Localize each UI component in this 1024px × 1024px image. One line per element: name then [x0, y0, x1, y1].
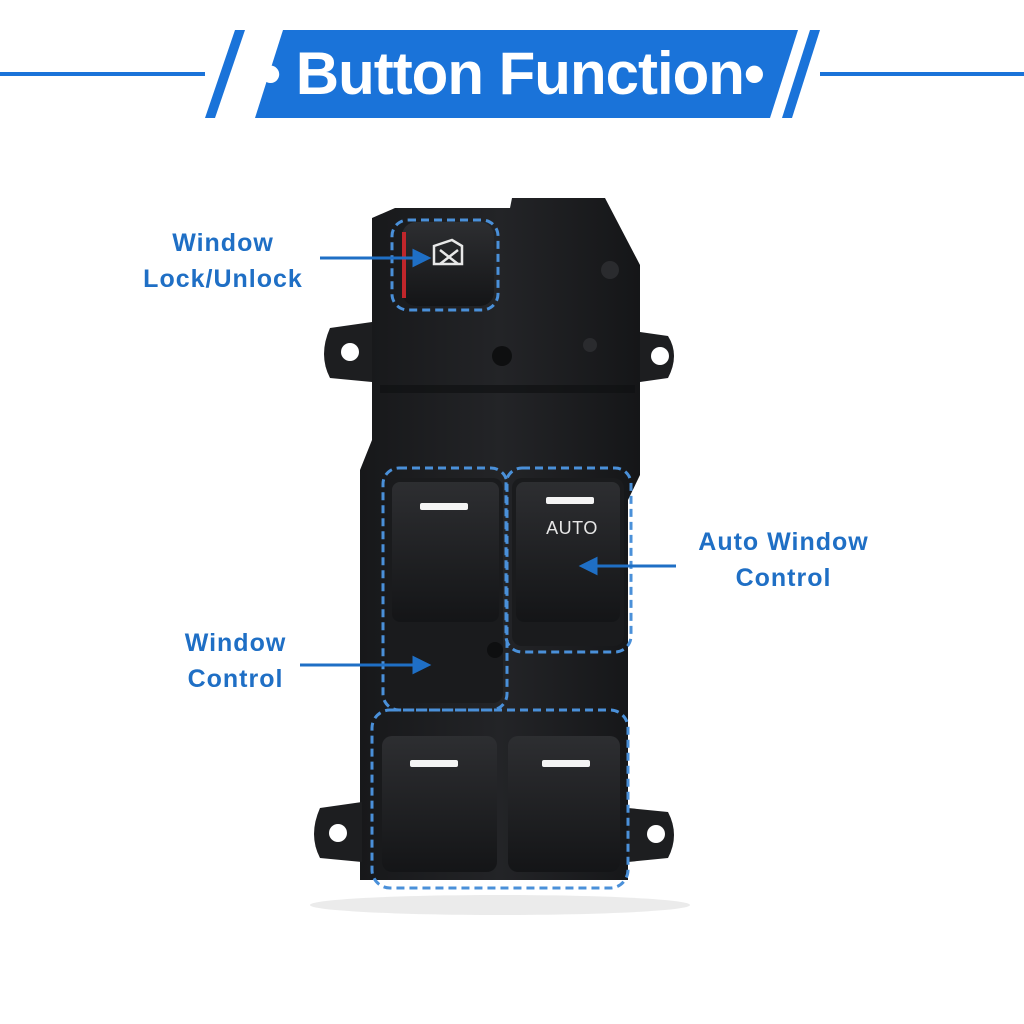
highlight-rear: [370, 708, 630, 890]
mounting-tab-top-left: [324, 322, 372, 382]
window-control-button-rear-right[interactable]: [508, 736, 620, 872]
window-control-button-rear-left[interactable]: [382, 736, 497, 872]
indicator-light: [410, 760, 458, 767]
callout-arrows: [300, 248, 676, 675]
banner-slash-right: [782, 30, 820, 118]
indicator-light: [420, 503, 468, 510]
callout-window-control: Window Control: [158, 625, 313, 697]
window-lock-icon: [432, 238, 464, 266]
screw-hole: [492, 346, 512, 366]
callout-auto-window: Auto Window Control: [676, 524, 891, 596]
callout-window-lock: Window Lock/Unlock: [118, 225, 328, 297]
header-banner: • Button Function•: [0, 0, 1024, 150]
banner-body: [255, 30, 798, 118]
callout-line: Lock/Unlock: [143, 265, 303, 293]
callout-line: Window: [184, 629, 287, 657]
banner-graphic: [0, 30, 1024, 118]
indicator-light: [542, 760, 590, 767]
mounting-tab-top-right: [640, 332, 674, 382]
auto-window-button[interactable]: [512, 478, 624, 646]
window-control-button-front-left[interactable]: [388, 478, 503, 703]
highlight-outlines: [370, 218, 633, 890]
banner-slash-left: [205, 30, 245, 118]
callout-line: Auto Window: [698, 528, 869, 556]
lock-button[interactable]: [402, 222, 494, 306]
page-title: • Button Function•: [260, 40, 765, 107]
callout-line: Control: [187, 665, 284, 693]
auto-label: AUTO: [546, 518, 598, 538]
callout-line: Control: [735, 564, 832, 592]
callout-line: Window: [172, 229, 274, 257]
indicator-light: [546, 497, 594, 504]
mounting-tab-bottom-right: [628, 808, 674, 862]
mounting-tab-bottom-left: [314, 802, 362, 862]
highlight-auto: [504, 466, 633, 654]
